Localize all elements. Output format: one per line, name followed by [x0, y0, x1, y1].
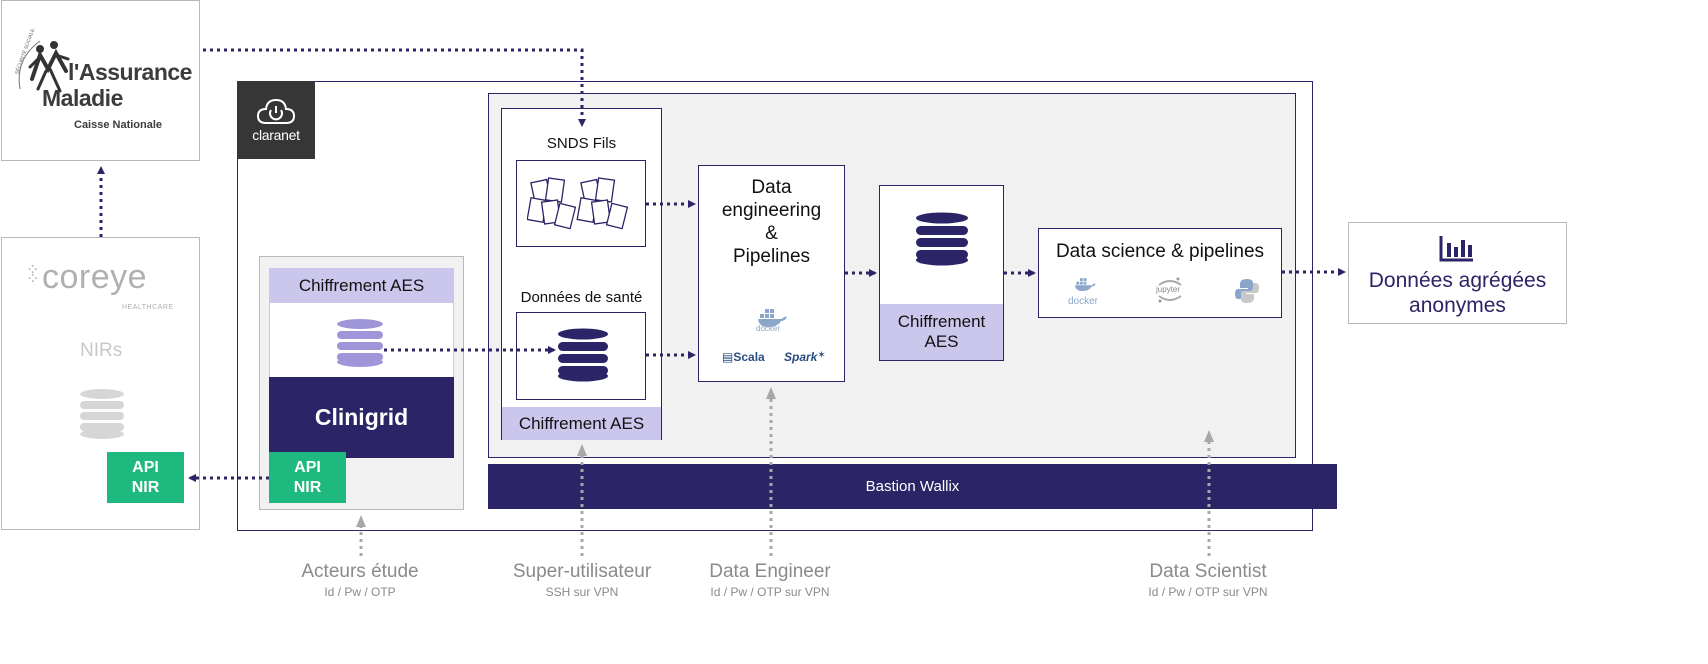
jupyter-icon	[1158, 277, 1182, 303]
actor-auth: Id / Pw / OTP sur VPN	[710, 585, 830, 599]
sante-database-icon	[558, 328, 608, 382]
cloud-power-icon	[257, 98, 295, 124]
actor-auth: Id / Pw / OTP	[324, 585, 396, 599]
data-science-title: Data science & pipelines	[1055, 241, 1265, 262]
nirs-database-icon	[80, 389, 124, 439]
spark-star-icon: ✶	[817, 350, 826, 361]
clinigrid-api-nir[interactable]: API NIR	[269, 452, 346, 503]
data-science-box	[1038, 228, 1282, 318]
spark-label: Spark	[784, 350, 818, 364]
scala-logo: ▤Scala	[722, 350, 765, 364]
assurance-emblem-icon: SÉCURITÉ SOCIALE	[13, 29, 70, 93]
bastion-wallix-bar[interactable]: Bastion Wallix	[488, 464, 1337, 509]
coreye-logo: coreye	[42, 258, 148, 296]
docker-label-sci: docker	[1068, 296, 1099, 307]
scala-label: Scala	[733, 350, 765, 364]
actor-auth: SSH sur VPN	[545, 585, 619, 599]
nirs-label: NIRs	[80, 340, 123, 361]
storage-chiffrement: Chiffrement AES	[880, 304, 1003, 360]
actor-auth: Id / Pw / OTP sur VPN	[1148, 585, 1268, 599]
assurance-name-line1: l'Assurance	[68, 59, 192, 85]
bar-chart-icon	[1439, 236, 1473, 262]
clinigrid-database-icon	[337, 319, 383, 367]
assurance-subtitle: Caisse Nationale	[74, 119, 163, 131]
output-title: Données agrégées anonymes	[1368, 269, 1547, 317]
coreye-logo-sub: HEALTHCARE	[122, 304, 174, 311]
output-box	[1348, 222, 1567, 324]
coreye-dots-icon: ⁘⁘	[26, 262, 40, 288]
snds-title: SNDS Fils	[546, 134, 617, 152]
clinigrid-chiffrement: Chiffrement AES	[269, 268, 454, 303]
actor-name: Super-utilisateur	[512, 561, 652, 582]
scala-icon: ▤	[722, 350, 734, 364]
assurance-maladie-box: SÉCURITÉ SOCIALE l'Assurance Maladie Cai…	[1, 0, 200, 161]
assurance-arc-text: SÉCURITÉ SOCIALE	[13, 29, 36, 75]
files-icon	[527, 177, 629, 230]
data-engineering-box	[698, 165, 845, 382]
assurance-name-line2: Maladie	[42, 85, 123, 111]
jupyter-label: jupyter	[1156, 285, 1181, 294]
sante-title: Données de santé	[520, 288, 643, 306]
snds-files-box	[516, 160, 646, 247]
spark-logo: Spark✶	[784, 350, 826, 364]
python-icon	[1235, 279, 1259, 303]
docker-label-eng: docker	[756, 324, 781, 333]
docker-icon-sci	[1075, 278, 1096, 291]
actor-name: Data Scientist	[1149, 561, 1267, 582]
storage-database-icon	[916, 212, 968, 266]
clinigrid-label: Clinigrid	[269, 377, 454, 458]
data-engineering-title: Data engineering & Pipelines	[721, 177, 822, 267]
actor-name: Data Engineer	[709, 561, 831, 582]
claranet-logo-tile: claranet	[237, 81, 315, 159]
coreye-api-nir[interactable]: API NIR	[107, 452, 184, 503]
actor-name: Acteurs étude	[301, 561, 419, 582]
sources-chiffrement: Chiffrement AES	[502, 407, 661, 440]
docker-icon	[758, 309, 787, 327]
claranet-logo-text: claranet	[252, 127, 300, 143]
